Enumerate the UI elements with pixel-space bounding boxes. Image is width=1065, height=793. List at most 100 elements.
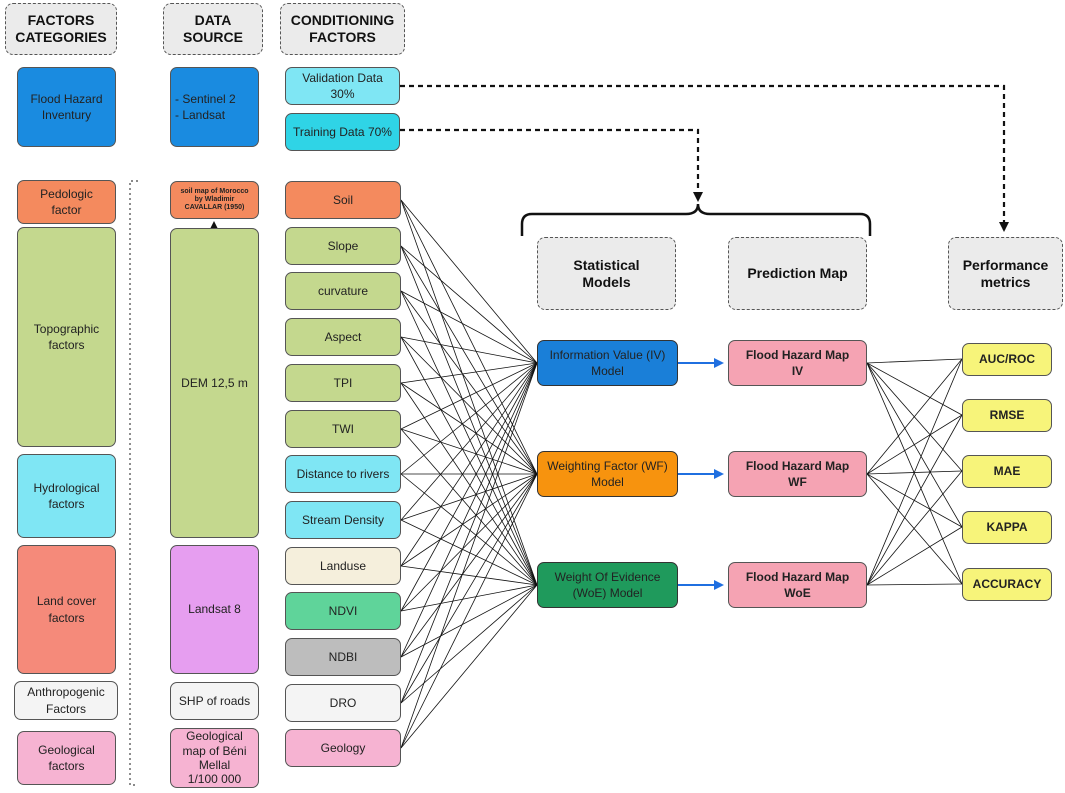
factor-model-link <box>400 584 538 612</box>
training-arrow <box>400 128 703 202</box>
factor-model-link <box>400 199 538 364</box>
validation-data-box: Validation Data 30% <box>285 67 400 105</box>
factor-ndbi: NDBI <box>285 638 401 676</box>
factor-stream-density: Stream Density <box>285 501 401 539</box>
factor-model-link <box>400 362 538 567</box>
map-metric-link <box>866 362 963 528</box>
factor-model-link <box>400 290 538 364</box>
factor-twi: TWI <box>285 410 401 448</box>
category-flood-inventory: Flood Hazard Inventury <box>17 67 116 147</box>
factor-model-link <box>400 428 538 586</box>
factor-model-link <box>400 382 538 475</box>
map-metric-link <box>866 358 963 364</box>
category-topographic: Topographic factors <box>17 227 116 447</box>
factor-geology: Geology <box>285 729 401 767</box>
factor-model-link <box>400 473 538 658</box>
source-shp-roads: SHP of roads <box>170 682 259 720</box>
factor-model-link <box>400 336 538 586</box>
factor-slope: Slope <box>285 227 401 265</box>
source-sentinel-landsat: - Sentinel 2 - Landsat <box>170 67 259 147</box>
factor-model-link <box>400 584 538 704</box>
factor-model-link <box>400 362 538 475</box>
factor-curvature: curvature <box>285 272 401 310</box>
factor-model-link <box>400 362 538 704</box>
metric-accuracy: ACCURACY <box>962 568 1052 601</box>
map-metric-link <box>866 470 963 586</box>
map-metric-link <box>866 358 963 586</box>
factor-tpi: TPI <box>285 364 401 402</box>
factor-landuse: Landuse <box>285 547 401 585</box>
header-factors-categories: FACTORS CATEGORIES <box>5 3 117 55</box>
factor-model-link <box>400 473 538 749</box>
model-weighting-factor: Weighting Factor (WF) Model <box>537 451 678 497</box>
factor-model-link <box>400 473 538 567</box>
category-land-cover: Land cover factors <box>17 545 116 674</box>
source-landsat-8: Landsat 8 <box>170 545 259 674</box>
map-metric-link <box>866 362 963 585</box>
map-metric-link <box>866 526 963 586</box>
header-statistical-models: Statistical Models <box>537 237 676 310</box>
factor-model-link <box>400 362 538 749</box>
header-conditioning-factors: CONDITIONING FACTORS <box>280 3 405 55</box>
factor-model-link <box>400 473 538 704</box>
factor-soil: Soil <box>285 181 401 219</box>
factor-model-link <box>400 473 538 586</box>
category-hydrological: Hydrological factors <box>17 454 116 538</box>
factor-model-link <box>400 336 538 364</box>
factor-model-link <box>400 362 538 658</box>
map-metric-link <box>866 473 963 585</box>
factor-model-link <box>400 362 538 521</box>
factor-distance-to-rivers: Distance to rivers <box>285 455 401 493</box>
metric-rmse: RMSE <box>962 399 1052 432</box>
factor-model-link <box>400 473 538 612</box>
factor-model-link <box>400 584 538 658</box>
factor-dro: DRO <box>285 684 401 722</box>
factor-model-link <box>400 199 538 475</box>
metric-mae: MAE <box>962 455 1052 488</box>
model-information-value: Information Value (IV) Model <box>537 340 678 386</box>
factor-model-link <box>400 428 538 475</box>
factor-to-model-lines <box>400 199 538 749</box>
factor-model-link <box>400 245 538 586</box>
factor-model-link <box>400 245 538 475</box>
factor-model-link <box>400 336 538 475</box>
header-prediction-map: Prediction Map <box>728 237 867 310</box>
factor-aspect: Aspect <box>285 318 401 356</box>
map-metric-link <box>866 362 963 416</box>
factor-model-link <box>400 584 538 749</box>
map-iv: Flood Hazard Map IV <box>728 340 867 386</box>
map-wf: Flood Hazard Map WF <box>728 451 867 497</box>
map-metric-link <box>866 414 963 586</box>
source-soil-map: soil map of Morocco by Wladimir CAVALLAR… <box>170 181 259 219</box>
category-pedologic: Pedologic factor <box>17 180 116 224</box>
map-metric-link <box>866 414 963 475</box>
metric-kappa: KAPPA <box>962 511 1052 544</box>
factor-model-link <box>400 362 538 612</box>
factor-model-link <box>400 245 538 364</box>
source-geological-map: Geological map of Béni Mellal 1/100 000 <box>170 728 259 788</box>
factor-model-link <box>400 290 538 475</box>
map-metric-link <box>866 583 963 586</box>
factor-model-link <box>400 382 538 586</box>
category-geological: Geological factors <box>17 731 116 785</box>
factor-ndvi: NDVI <box>285 592 401 630</box>
factor-model-link <box>400 473 538 521</box>
factor-model-link <box>400 362 538 430</box>
factor-model-link <box>400 290 538 586</box>
metric-auc-roc: AUC/ROC <box>962 343 1052 376</box>
models-brace <box>520 203 872 236</box>
source-bracket <box>129 180 138 786</box>
map-to-metric-lines <box>866 358 963 586</box>
training-data-box: Training Data 70% <box>285 113 400 151</box>
map-metric-link <box>866 358 963 475</box>
source-dem: DEM 12,5 m <box>170 228 259 538</box>
factor-model-link <box>400 199 538 586</box>
category-anthropogenic: Anthropogenic Factors <box>14 681 118 720</box>
factor-model-link <box>400 362 538 384</box>
header-data-source: DATA SOURCE <box>163 3 263 55</box>
map-woe: Flood Hazard Map WoE <box>728 562 867 608</box>
validation-arrow <box>400 84 1009 232</box>
header-performance-metrics: Performance metrics <box>948 237 1063 310</box>
